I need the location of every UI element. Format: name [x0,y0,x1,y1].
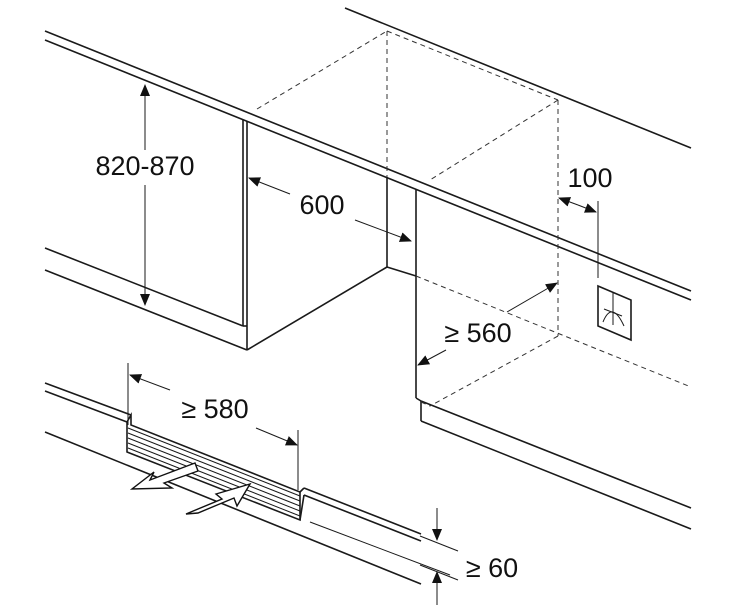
air-inflow-arrow [185,482,252,515]
vent-width-arrow-left [129,374,171,391]
wall-offset-arrow-right [577,203,597,213]
worktop-top-edge [44,30,692,292]
ventilation-grille [126,411,305,522]
worktop-front-edge [44,39,692,301]
wall-offset-label: 100 [567,163,612,193]
plinth-top-edge-right [303,487,422,535]
power-socket-icon [597,201,632,342]
depth-label: 600 [299,190,344,220]
wall-offset-arrow-left [558,197,579,207]
floor-line [44,431,422,585]
left-cabinet-plinth-top [44,247,244,327]
min-width-arrow-right [506,282,558,313]
plinth-front-edge-right [303,494,422,542]
plinth-front-edge-left [44,390,128,423]
plinth-top-edge-left [44,382,132,416]
min-width-label: ≥ 560 [444,318,511,348]
plinth-height-ext-bottom [419,564,459,581]
back-wall-edge [344,7,692,149]
depth-arrow-right [354,219,412,242]
min-width-arrow-left [417,349,447,366]
plinth-height-label: ≥ 60 [466,553,518,583]
left-cabinet-bottom-side [246,266,388,351]
vent-width-label: ≥ 580 [181,394,248,424]
right-cabinet-step [415,397,422,402]
plinth-height-ext-top [419,535,459,552]
niche-floor-edge [386,266,417,277]
plinth-base-line [309,521,451,576]
right-cabinet-plinth-bottom [420,420,692,530]
left-cabinet-plinth-bottom [44,269,248,351]
height-label: 820-870 [95,151,194,181]
vent-width-arrow-right [255,427,298,446]
appliance-outline [256,30,692,407]
air-outflow-arrow [129,462,199,490]
right-cabinet-plinth-top [420,400,692,509]
depth-arrow-left [248,177,291,195]
